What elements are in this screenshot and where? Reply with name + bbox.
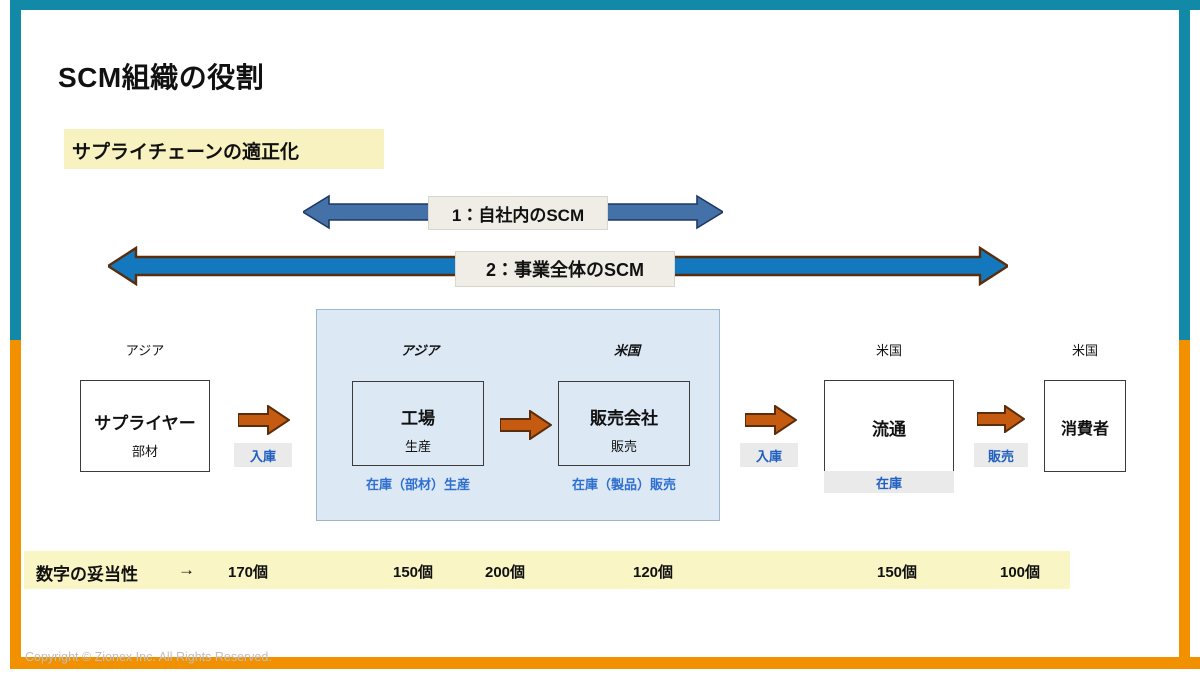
figure-value-1: 150個	[392, 564, 434, 581]
region-label-distribution: 米国	[875, 343, 902, 358]
flow-arrow-2-icon	[500, 410, 552, 440]
node-box-factory[interactable]: 工場 生産	[352, 381, 484, 466]
frame-bottom-orange	[10, 657, 1200, 669]
figure-value-2: 200個	[484, 564, 526, 581]
node-sub-sales-company: 販売	[610, 439, 637, 454]
scope-arrow-1-label: 1：自社内のSCM	[428, 196, 608, 230]
node-title-distribution: 流通	[872, 420, 906, 439]
figures-arrow-mark: →	[178, 560, 195, 579]
subtitle-text: サプライチェーンの適正化	[72, 142, 300, 163]
region-label-supplier: アジア	[125, 343, 165, 358]
caption-sales-company: 在庫（製品）販売	[571, 477, 676, 492]
flow-label-3: 入庫	[740, 443, 798, 467]
flow-arrow-4-icon	[977, 405, 1025, 433]
node-box-consumer[interactable]: 消費者	[1044, 380, 1126, 472]
frame-left-teal	[10, 10, 21, 340]
flow-label-4: 販売	[974, 443, 1028, 467]
chip-distribution-inventory: 在庫	[824, 471, 954, 493]
frame-right-orange	[1179, 340, 1190, 667]
caption-factory: 在庫（部材）生産	[365, 477, 470, 492]
node-sub-factory: 生産	[404, 439, 431, 454]
node-box-sales-company[interactable]: 販売会社 販売	[558, 381, 690, 466]
node-title-sales-company: 販売会社	[590, 409, 658, 428]
flow-arrow-1-icon	[238, 405, 290, 435]
node-title-consumer: 消費者	[1060, 421, 1109, 438]
frame-right-teal	[1179, 10, 1190, 340]
subtitle-highlight-band	[64, 129, 384, 169]
node-sub-supplier: 部材	[131, 444, 158, 459]
figures-band	[24, 551, 1070, 589]
figure-value-3: 120個	[632, 564, 674, 581]
figure-value-0: 170個	[227, 564, 269, 581]
region-label-consumer: 米国	[1071, 343, 1098, 358]
figures-title: 数字の妥当性	[36, 565, 138, 584]
frame-top-teal	[10, 0, 1200, 10]
figure-value-5: 100個	[999, 564, 1041, 581]
region-label-sales-company: 米国	[613, 343, 640, 358]
scope-arrow-2-label: 2：事業全体のSCM	[455, 251, 675, 287]
node-title-supplier: サプライヤー	[94, 414, 196, 433]
figure-value-4: 150個	[876, 564, 918, 581]
copyright-text: Copyright © Zionex Inc. All Rights Reser…	[25, 650, 272, 664]
page-title: SCM組織の役割	[58, 62, 265, 93]
node-box-distribution[interactable]: 流通	[824, 380, 954, 472]
flow-arrow-3-icon	[745, 405, 797, 435]
frame-left-orange	[10, 340, 21, 667]
footer-divider	[21, 634, 1179, 635]
node-box-supplier[interactable]: サプライヤー 部材	[80, 380, 210, 472]
region-label-factory: アジア	[400, 343, 440, 358]
flow-label-1: 入庫	[234, 443, 292, 467]
node-title-factory: 工場	[401, 409, 435, 428]
